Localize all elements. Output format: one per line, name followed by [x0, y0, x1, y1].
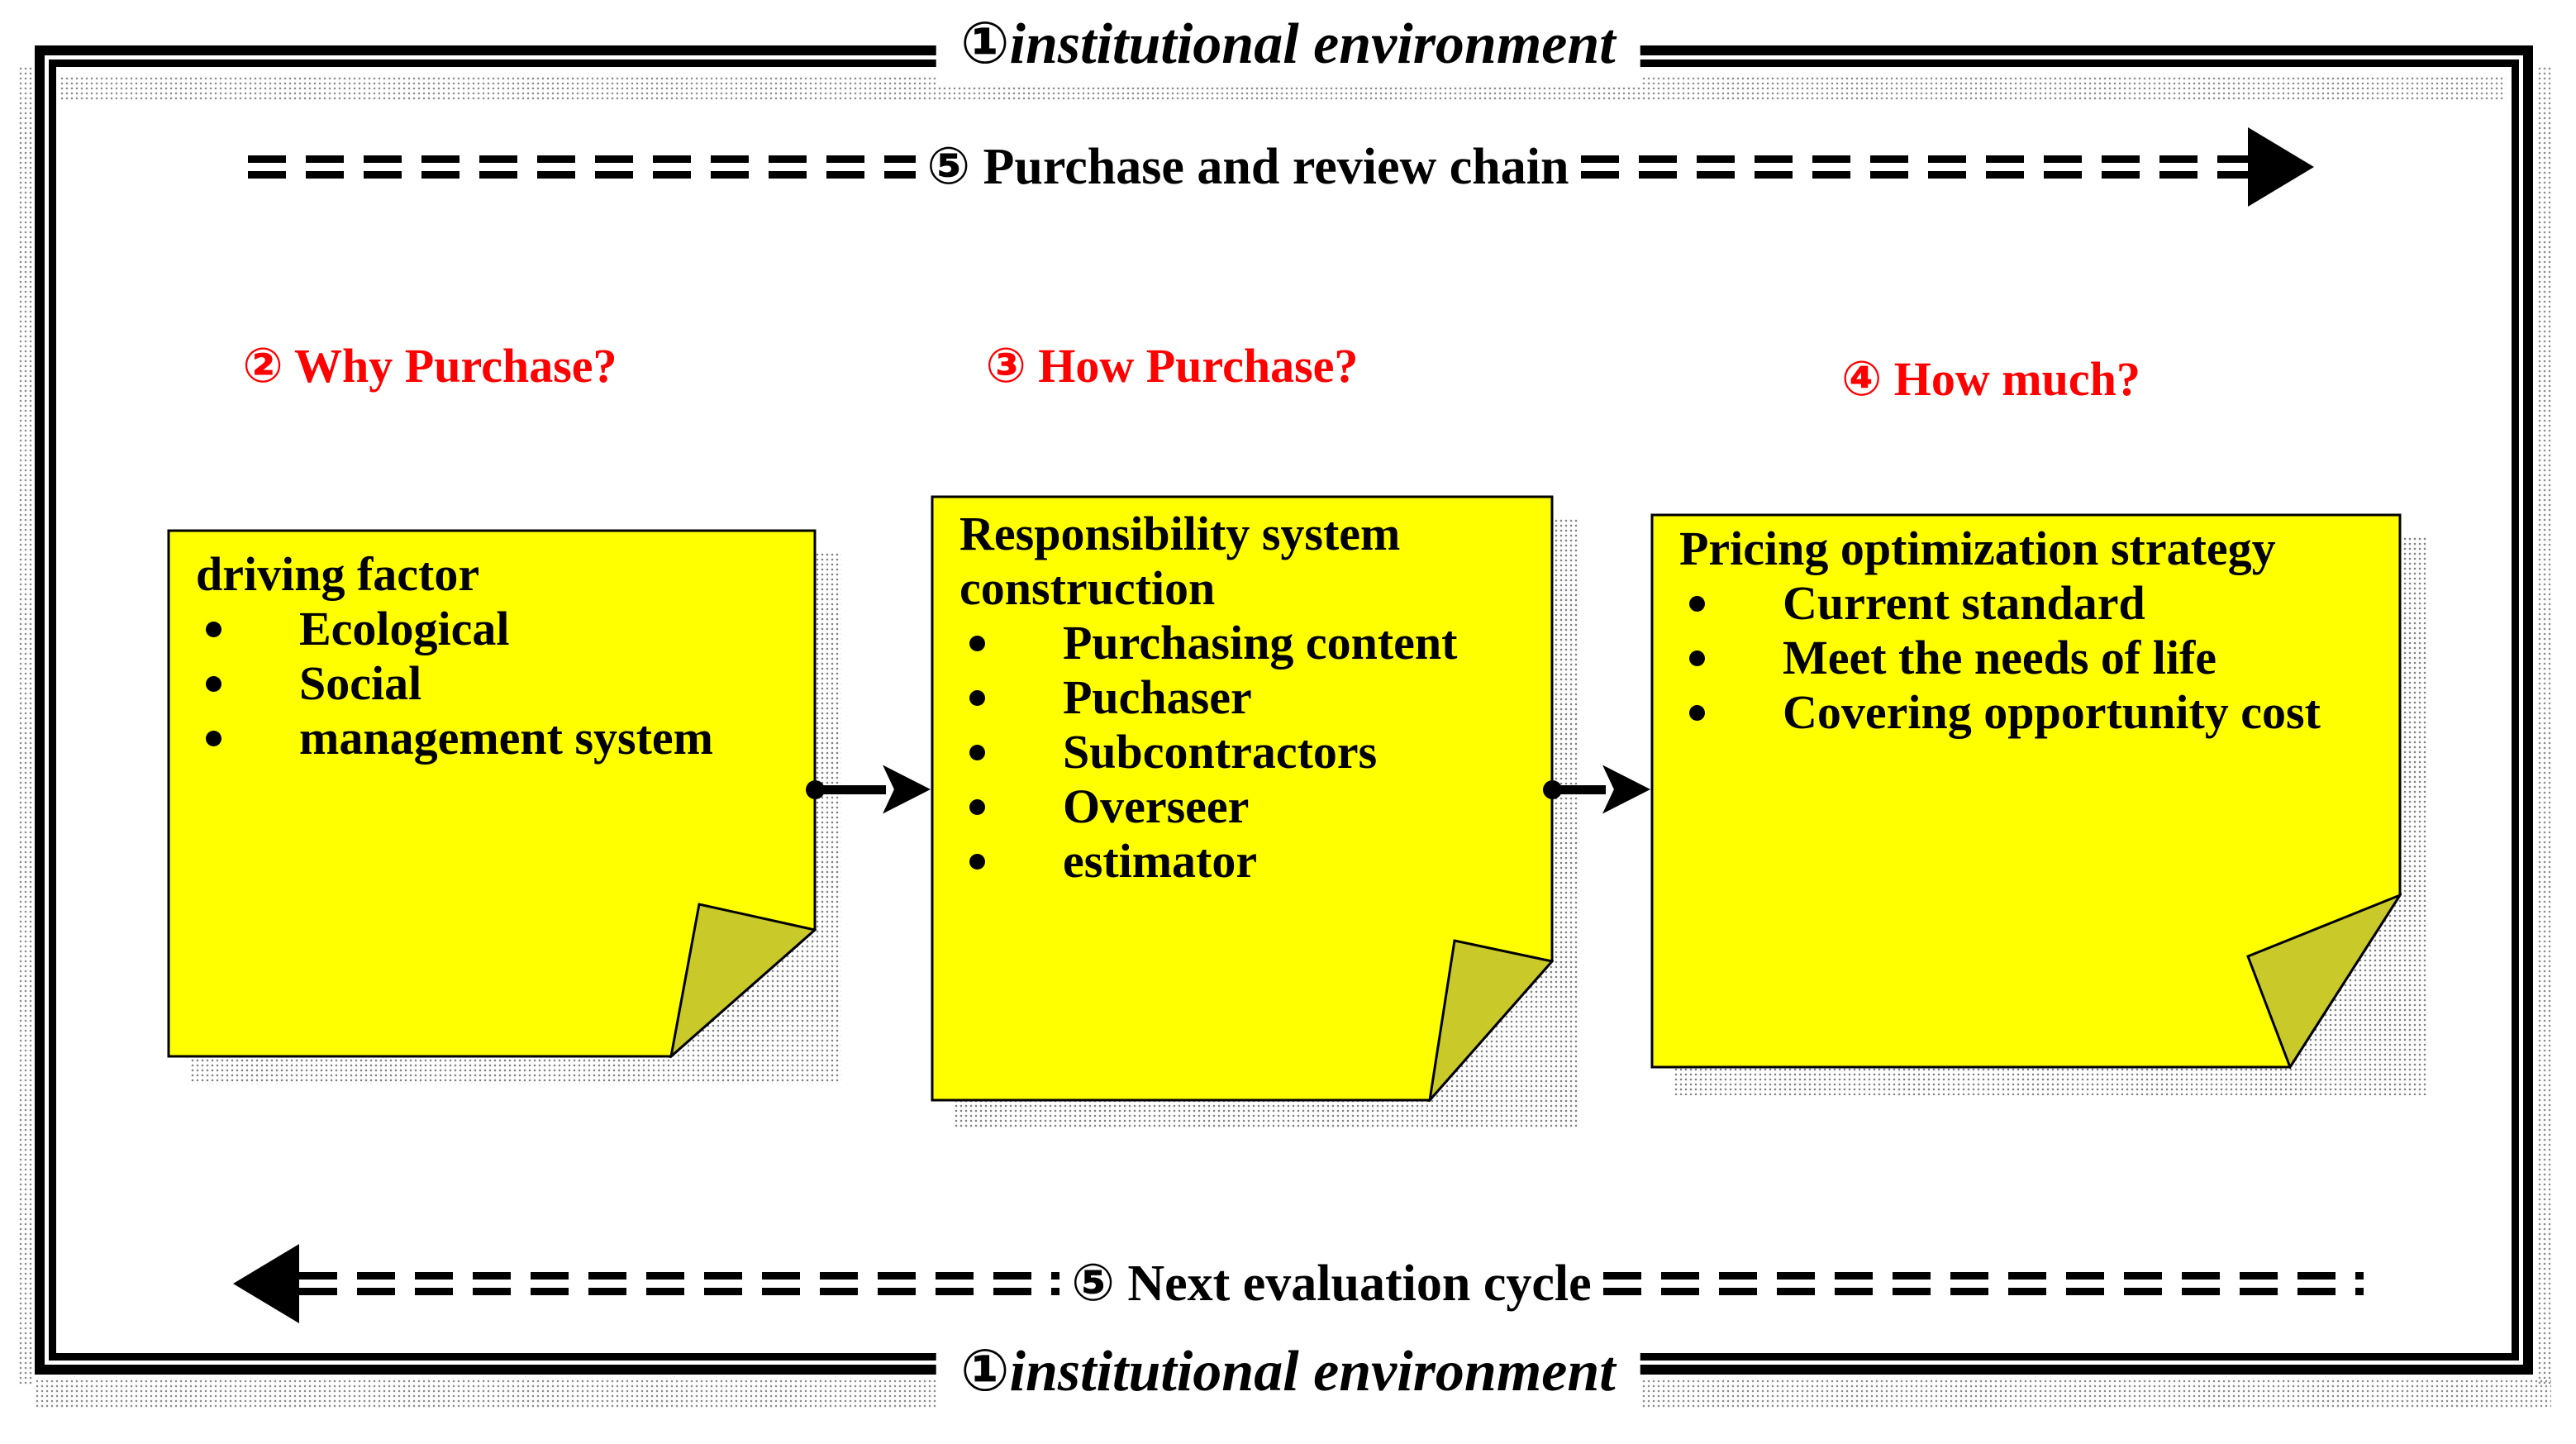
- note-bullet-item: Purchasing content: [959, 616, 1534, 670]
- note-bullet-item: management system: [196, 711, 797, 765]
- sticky-note-shape: [931, 495, 1554, 1102]
- note-title: Pricing optimization strategy: [1679, 522, 2276, 575]
- note-content: Responsibility system construction Purch…: [931, 495, 1554, 1102]
- note-bullet-item: Social: [196, 656, 797, 711]
- note-title: Responsibility system construction: [959, 507, 1401, 615]
- note-bullet-item: Meet the needs of life: [1679, 631, 2382, 685]
- note-bullet-list: Ecological Social management system: [196, 602, 797, 765]
- note-bullet-item: Current standard: [1679, 576, 2382, 631]
- arrow-right-icon: [1602, 765, 1650, 814]
- arrow-right-icon: [883, 765, 931, 814]
- sticky-note-driving-factor: driving factor Ecological Social managem…: [167, 529, 841, 1084]
- note-content: Pricing optimization strategy Current st…: [1650, 513, 2402, 1069]
- next-evaluation-cycle-arrow: ⑤ Next evaluation cycle: [233, 1242, 2364, 1325]
- frame-shadow-right: [2537, 66, 2551, 1385]
- note-fold-corner: [1428, 939, 1554, 1102]
- note-bullet-item: Puchaser: [959, 670, 1534, 725]
- dashed-line-right: [1602, 1272, 2364, 1295]
- note-bullet-item: estimator: [959, 834, 1534, 889]
- connector-arrow-1: [806, 763, 931, 816]
- note-bullet-item: Covering opportunity cost: [1679, 685, 2328, 740]
- connector-line: [806, 779, 886, 799]
- header-how-purchase: ③ How Purchase?: [985, 339, 1359, 393]
- sticky-note-shape: [1650, 513, 2402, 1069]
- dashed-line-right: [1580, 155, 2248, 179]
- sticky-note-pricing-strategy: Pricing optimization strategy Current st…: [1650, 513, 2426, 1095]
- arrow-left-icon: [233, 1244, 299, 1323]
- frame-shadow-left: [18, 66, 32, 1385]
- note-bullet-item: Subcontractors: [959, 725, 1534, 779]
- dashed-line-left: [299, 1272, 1060, 1295]
- connector-line: [1543, 779, 1606, 799]
- dashed-line-left: [248, 155, 916, 179]
- purchase-review-chain-label: ⑤ Purchase and review chain: [926, 139, 1569, 195]
- note-fold-corner: [669, 903, 817, 1058]
- institutional-environment-label-top: ①institutional environment: [936, 3, 1640, 86]
- note-content: driving factor Ecological Social managem…: [167, 529, 817, 1058]
- sticky-note-shape: [167, 529, 817, 1058]
- header-why-purchase: ② Why Purchase?: [242, 339, 617, 393]
- note-fold-corner: [2246, 893, 2402, 1069]
- note-bullet-item: Overseer: [959, 779, 1534, 834]
- note-bullet-list: Current standard Meet the needs of life …: [1679, 576, 2382, 740]
- note-bullet-list: Purchasing content Puchaser Subcontracto…: [959, 616, 1534, 889]
- sticky-note-responsibility-system: Responsibility system construction Purch…: [931, 495, 1578, 1128]
- connector-arrow-2: [1543, 763, 1650, 816]
- arrow-right-icon: [2248, 127, 2314, 207]
- institutional-environment-label-bottom: ①institutional environment: [936, 1331, 1640, 1413]
- purchase-review-chain-arrow: ⑤ Purchase and review chain: [248, 126, 2314, 208]
- note-title: driving factor: [196, 547, 480, 601]
- note-bullet-item: Ecological: [196, 602, 797, 656]
- next-evaluation-cycle-label: ⑤ Next evaluation cycle: [1071, 1256, 1592, 1312]
- header-how-much: ④ How much?: [1841, 352, 2140, 406]
